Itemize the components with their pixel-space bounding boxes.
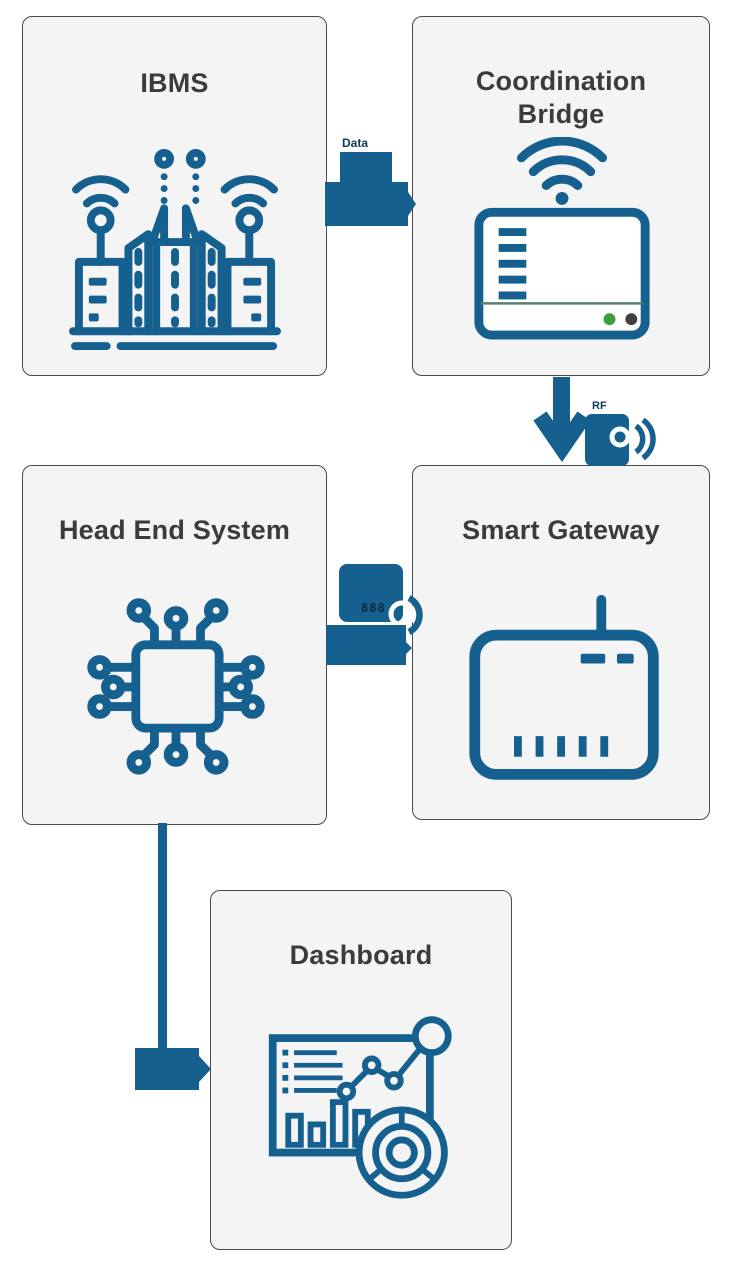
cpu-chip-icon	[78, 581, 274, 787]
smart-meter-icon	[339, 564, 423, 635]
arrow-bridge-to-gateway-head	[533, 411, 591, 463]
analytics-dashboard-icon	[259, 1009, 463, 1203]
node-smart-gateway: Smart Gateway	[412, 465, 710, 820]
node-dashboard: Dashboard	[210, 890, 512, 1250]
arrow-headend-to-dashboard-shaft	[158, 823, 167, 1051]
node-title-ibms: IBMS	[140, 68, 209, 98]
node-title-head-end-system: Head End System	[58, 515, 291, 545]
arrow-headend-to-gateway	[326, 625, 412, 665]
meter-display-digits: 888	[361, 601, 386, 615]
arrow-bridge-to-gateway-shaft	[553, 377, 570, 436]
green-status-dot	[603, 313, 616, 326]
smart-city-icon	[61, 147, 289, 355]
node-title-smart-gateway: Smart Gateway	[462, 515, 660, 545]
arrow-ibms-to-bridge	[325, 152, 416, 226]
connector-label-data: Data	[342, 136, 369, 150]
node-title-coordination-bridge: Coordination Bridge	[475, 66, 647, 129]
dark-status-dot	[625, 313, 638, 326]
node-ibms: IBMS	[22, 16, 327, 376]
node-title-dashboard: Dashboard	[289, 940, 433, 970]
node-coordination-bridge: Coordination Bridge	[412, 16, 710, 376]
wifi-device-icon	[463, 137, 661, 345]
node-head-end-system: Head End System	[22, 465, 327, 825]
gateway-device-icon	[463, 584, 669, 800]
rf-transmitter-icon	[585, 414, 656, 466]
arrow-headend-to-dashboard-head	[135, 1048, 211, 1090]
connector-label-rf: RF	[592, 400, 607, 412]
